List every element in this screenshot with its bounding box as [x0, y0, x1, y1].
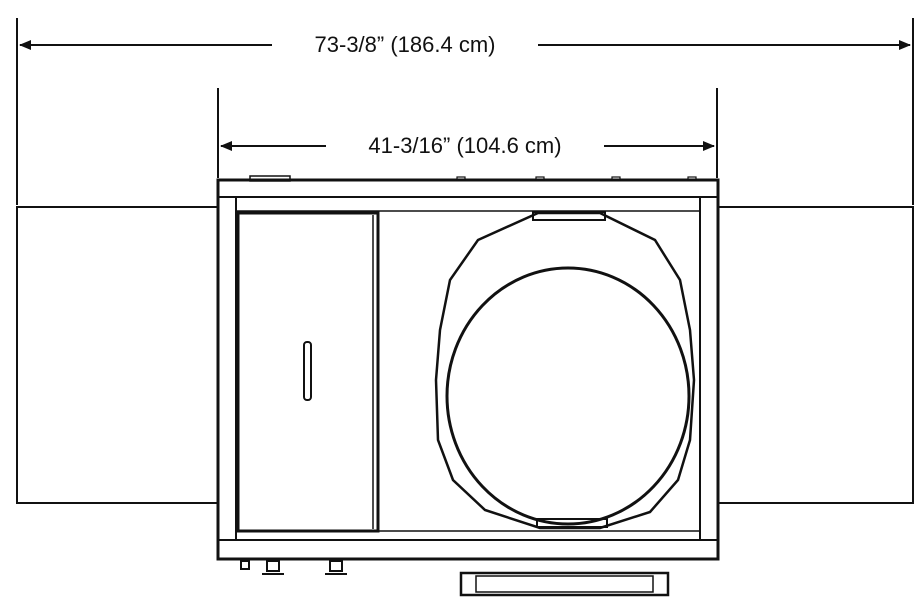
drum-housing-octagon: [434, 211, 696, 530]
overall-width-dimension: 73-3/8” (186.4 cm): [16, 18, 914, 205]
left-corner-post: [217, 196, 237, 541]
drum-circle: [445, 266, 691, 526]
top-bolt-1: [456, 176, 466, 181]
left-side-extension: [16, 206, 218, 504]
bottom-handle-inner: [475, 575, 654, 593]
drum-bottom-band: [536, 518, 608, 528]
side-extensions: [16, 206, 914, 504]
top-knob: [249, 175, 291, 182]
right-side-extension: [718, 206, 914, 504]
drum-assembly: [434, 211, 696, 530]
compartment-door: [236, 211, 380, 533]
bottom-handle-outer: [459, 571, 670, 597]
top-bolt-4: [687, 176, 697, 181]
door-handle: [303, 341, 312, 401]
overall-width-label: 73-3/8” (186.4 cm): [315, 32, 496, 57]
right-corner-post: [699, 196, 719, 541]
top-bolt-2: [535, 176, 545, 181]
drum-top-band: [532, 211, 606, 221]
left-compartment: [236, 211, 380, 533]
top-bolt-3: [611, 176, 621, 181]
cabinet-outer-frame: [216, 178, 720, 561]
bottom-fittings: [240, 560, 670, 597]
bottom-fitting-2: [266, 560, 280, 572]
cabinet-width-label: 41-3/16” (104.6 cm): [368, 133, 561, 158]
bottom-fitting-1: [240, 560, 250, 570]
cabinet-width-dimension: 41-3/16” (104.6 cm): [217, 88, 718, 178]
bottom-fitting-3: [329, 560, 343, 572]
